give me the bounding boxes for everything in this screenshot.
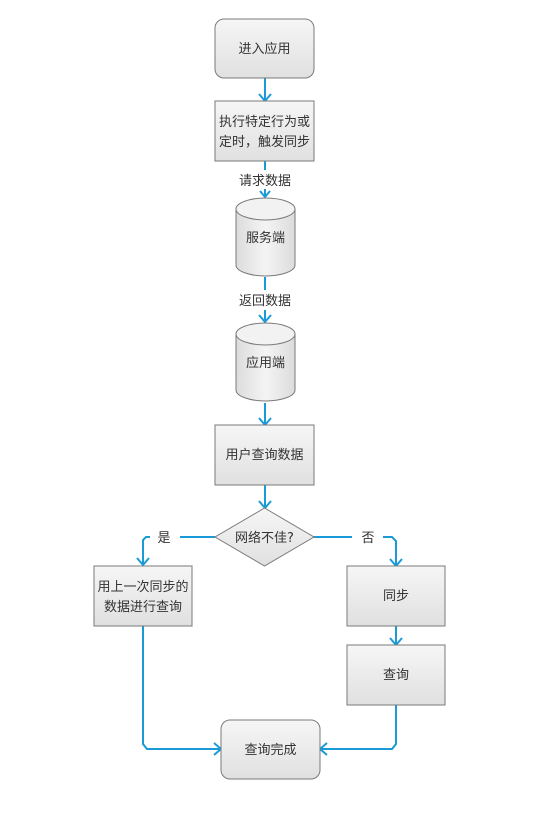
node-sync-label: 同步 xyxy=(383,589,409,604)
node-use-last-sync-line2: 数据进行查询 xyxy=(104,600,182,615)
edge-lastsync-to-done xyxy=(142,626,220,750)
node-enter-app: 进入应用 xyxy=(214,18,315,79)
node-query-done-label: 查询完成 xyxy=(244,743,296,758)
edge-label-return-data: 返回数据 xyxy=(239,294,291,309)
edge-decision-yes-h2 xyxy=(142,536,150,564)
edge-label-yes: 是 xyxy=(157,531,170,546)
node-query: 查询 xyxy=(346,644,446,706)
node-query-label: 查询 xyxy=(383,668,409,683)
node-server-label: 服务端 xyxy=(246,230,285,246)
node-user-query-label: 用户查询数据 xyxy=(225,447,303,463)
edge-label-no: 否 xyxy=(361,531,374,546)
node-network-decision: 网络不佳? xyxy=(214,507,315,567)
edge-decision-no-h2 xyxy=(383,536,397,565)
node-user-query: 用户查询数据 xyxy=(214,424,315,486)
node-trigger-sync-line2: 定时，触发同步 xyxy=(219,134,310,150)
node-app-client-cylinder: 应用端 xyxy=(235,322,296,402)
edge-query-to-done xyxy=(321,705,397,750)
arrowhead-trigger-to-server xyxy=(259,190,271,199)
node-use-last-sync: 用上一次同步的 数据进行查询 xyxy=(93,565,193,627)
arrowhead-server-to-app xyxy=(258,314,272,324)
edge-label-request-data: 请求数据 xyxy=(239,174,291,189)
node-trigger-sync: 执行特定行为或 定时，触发同步 xyxy=(214,100,315,162)
node-sync: 同步 xyxy=(346,565,446,627)
node-enter-app-label: 进入应用 xyxy=(238,41,290,57)
node-use-last-sync-line1: 用上一次同步的 xyxy=(97,579,188,595)
node-server-cylinder: 服务端 xyxy=(235,197,296,277)
node-app-client-label: 应用端 xyxy=(246,355,285,371)
node-trigger-sync-line1: 执行特定行为或 xyxy=(219,115,310,130)
node-query-done: 查询完成 xyxy=(220,719,321,780)
arrowhead-decision-yes xyxy=(136,557,150,567)
node-network-decision-label: 网络不佳? xyxy=(235,530,294,546)
